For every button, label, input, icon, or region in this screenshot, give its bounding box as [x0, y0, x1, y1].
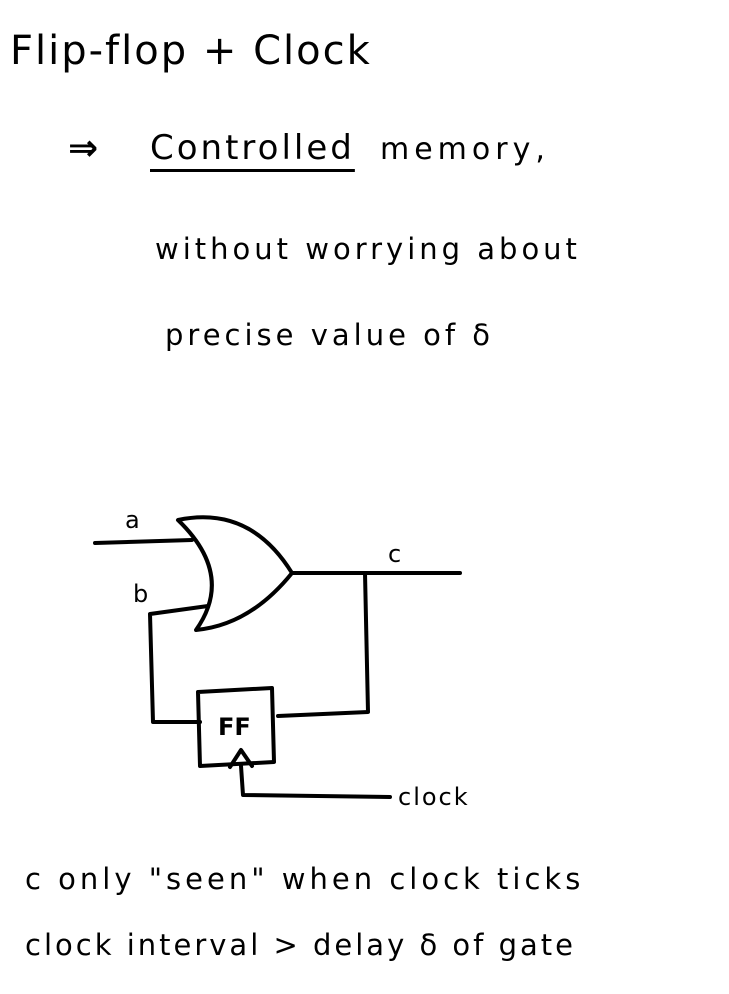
input-a-wire: [93, 538, 194, 545]
note-line-precise-value: precise value of δ: [165, 318, 495, 352]
or-gate: [176, 515, 294, 632]
input-b-label: b: [133, 580, 148, 608]
note-line-clock-interval: clock interval > delay δ of gate: [25, 928, 576, 962]
memory-word: memory,: [380, 132, 550, 167]
flip-flop-box: [196, 686, 276, 768]
clock-wire: [239, 764, 392, 799]
clock-input-triangle-icon: [228, 748, 254, 769]
input-a-label: a: [125, 506, 140, 534]
output-c-label: c: [388, 540, 401, 568]
note-title: Flip-flop + Clock: [10, 28, 372, 74]
flip-flop-label: FF: [218, 713, 251, 741]
controlled-word: Controlled: [150, 128, 355, 168]
clock-label: clock: [398, 783, 470, 811]
note-line-without-worrying: without worrying about: [155, 232, 581, 266]
implies-arrow-icon: ⇒: [68, 128, 102, 169]
feedback-wire: [276, 571, 370, 718]
input-b-wire: [148, 604, 210, 724]
note-line-c-seen: c only "seen" when clock ticks: [25, 862, 585, 896]
